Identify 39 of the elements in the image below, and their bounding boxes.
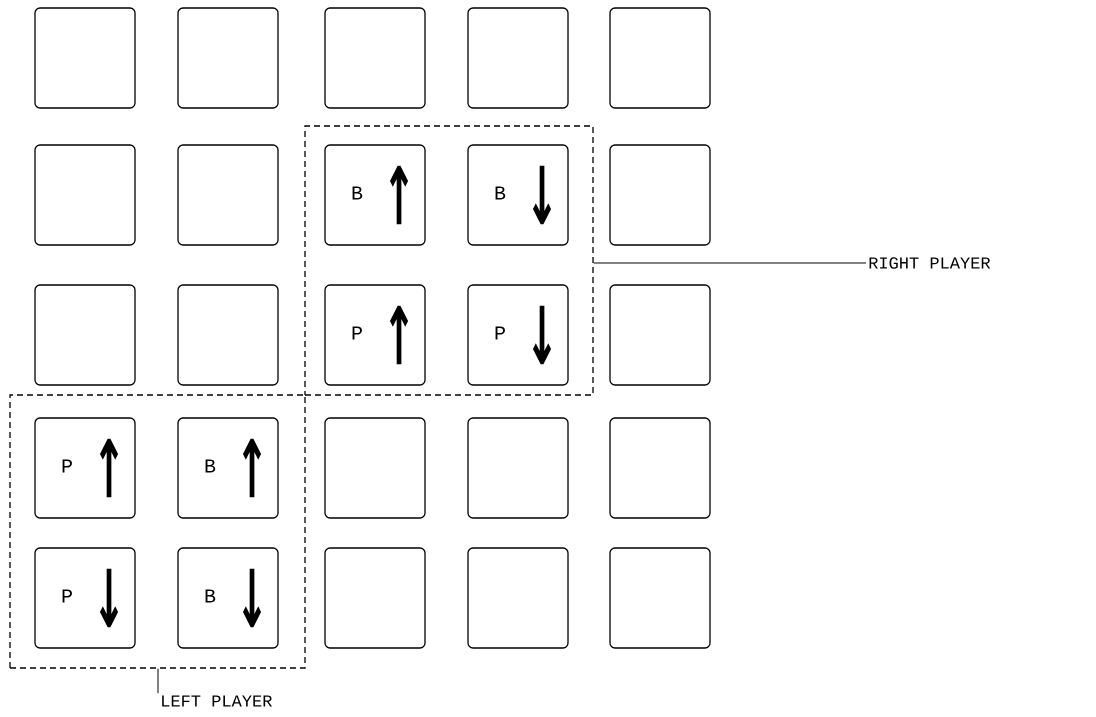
square-tile <box>467 417 569 519</box>
arrow-symbol: ↓ <box>243 568 262 628</box>
letter-label: B <box>205 459 216 473</box>
letter-label: B <box>352 186 363 200</box>
arrow-symbol: ↓ <box>533 165 552 225</box>
square-tile <box>324 547 426 649</box>
player-label: LEFT PLAYER <box>162 695 272 707</box>
square-tile <box>177 144 279 246</box>
arrow-symbol: ↓ <box>533 305 552 365</box>
square-tile <box>324 7 426 109</box>
square-tile <box>34 144 136 246</box>
square-tile <box>609 144 711 246</box>
square-tile <box>609 417 711 519</box>
arrow-symbol: ↑ <box>100 438 119 498</box>
square-tile <box>34 7 136 109</box>
letter-label: P <box>62 459 72 473</box>
letter-label: P <box>352 326 362 340</box>
letter-label: P <box>62 589 72 603</box>
leader-line <box>593 262 867 264</box>
letter-label: B <box>205 589 216 603</box>
player-label: RIGHT PLAYER <box>869 257 991 269</box>
dashed-region <box>304 125 594 396</box>
square-tile <box>467 547 569 649</box>
arrow-symbol: ↑ <box>390 305 409 365</box>
leader-line <box>157 668 159 694</box>
square-tile <box>467 7 569 109</box>
letter-label: B <box>495 186 506 200</box>
arrow-symbol: ↑ <box>390 165 409 225</box>
letter-label: P <box>495 326 505 340</box>
arrow-symbol: ↑ <box>243 438 262 498</box>
square-tile <box>609 7 711 109</box>
square-tile <box>34 284 136 386</box>
square-tile <box>609 547 711 649</box>
square-tile <box>177 7 279 109</box>
square-tile <box>324 417 426 519</box>
square-tile <box>177 284 279 386</box>
square-tile <box>609 284 711 386</box>
dashed-region <box>9 394 306 669</box>
arrow-symbol: ↓ <box>100 568 119 628</box>
